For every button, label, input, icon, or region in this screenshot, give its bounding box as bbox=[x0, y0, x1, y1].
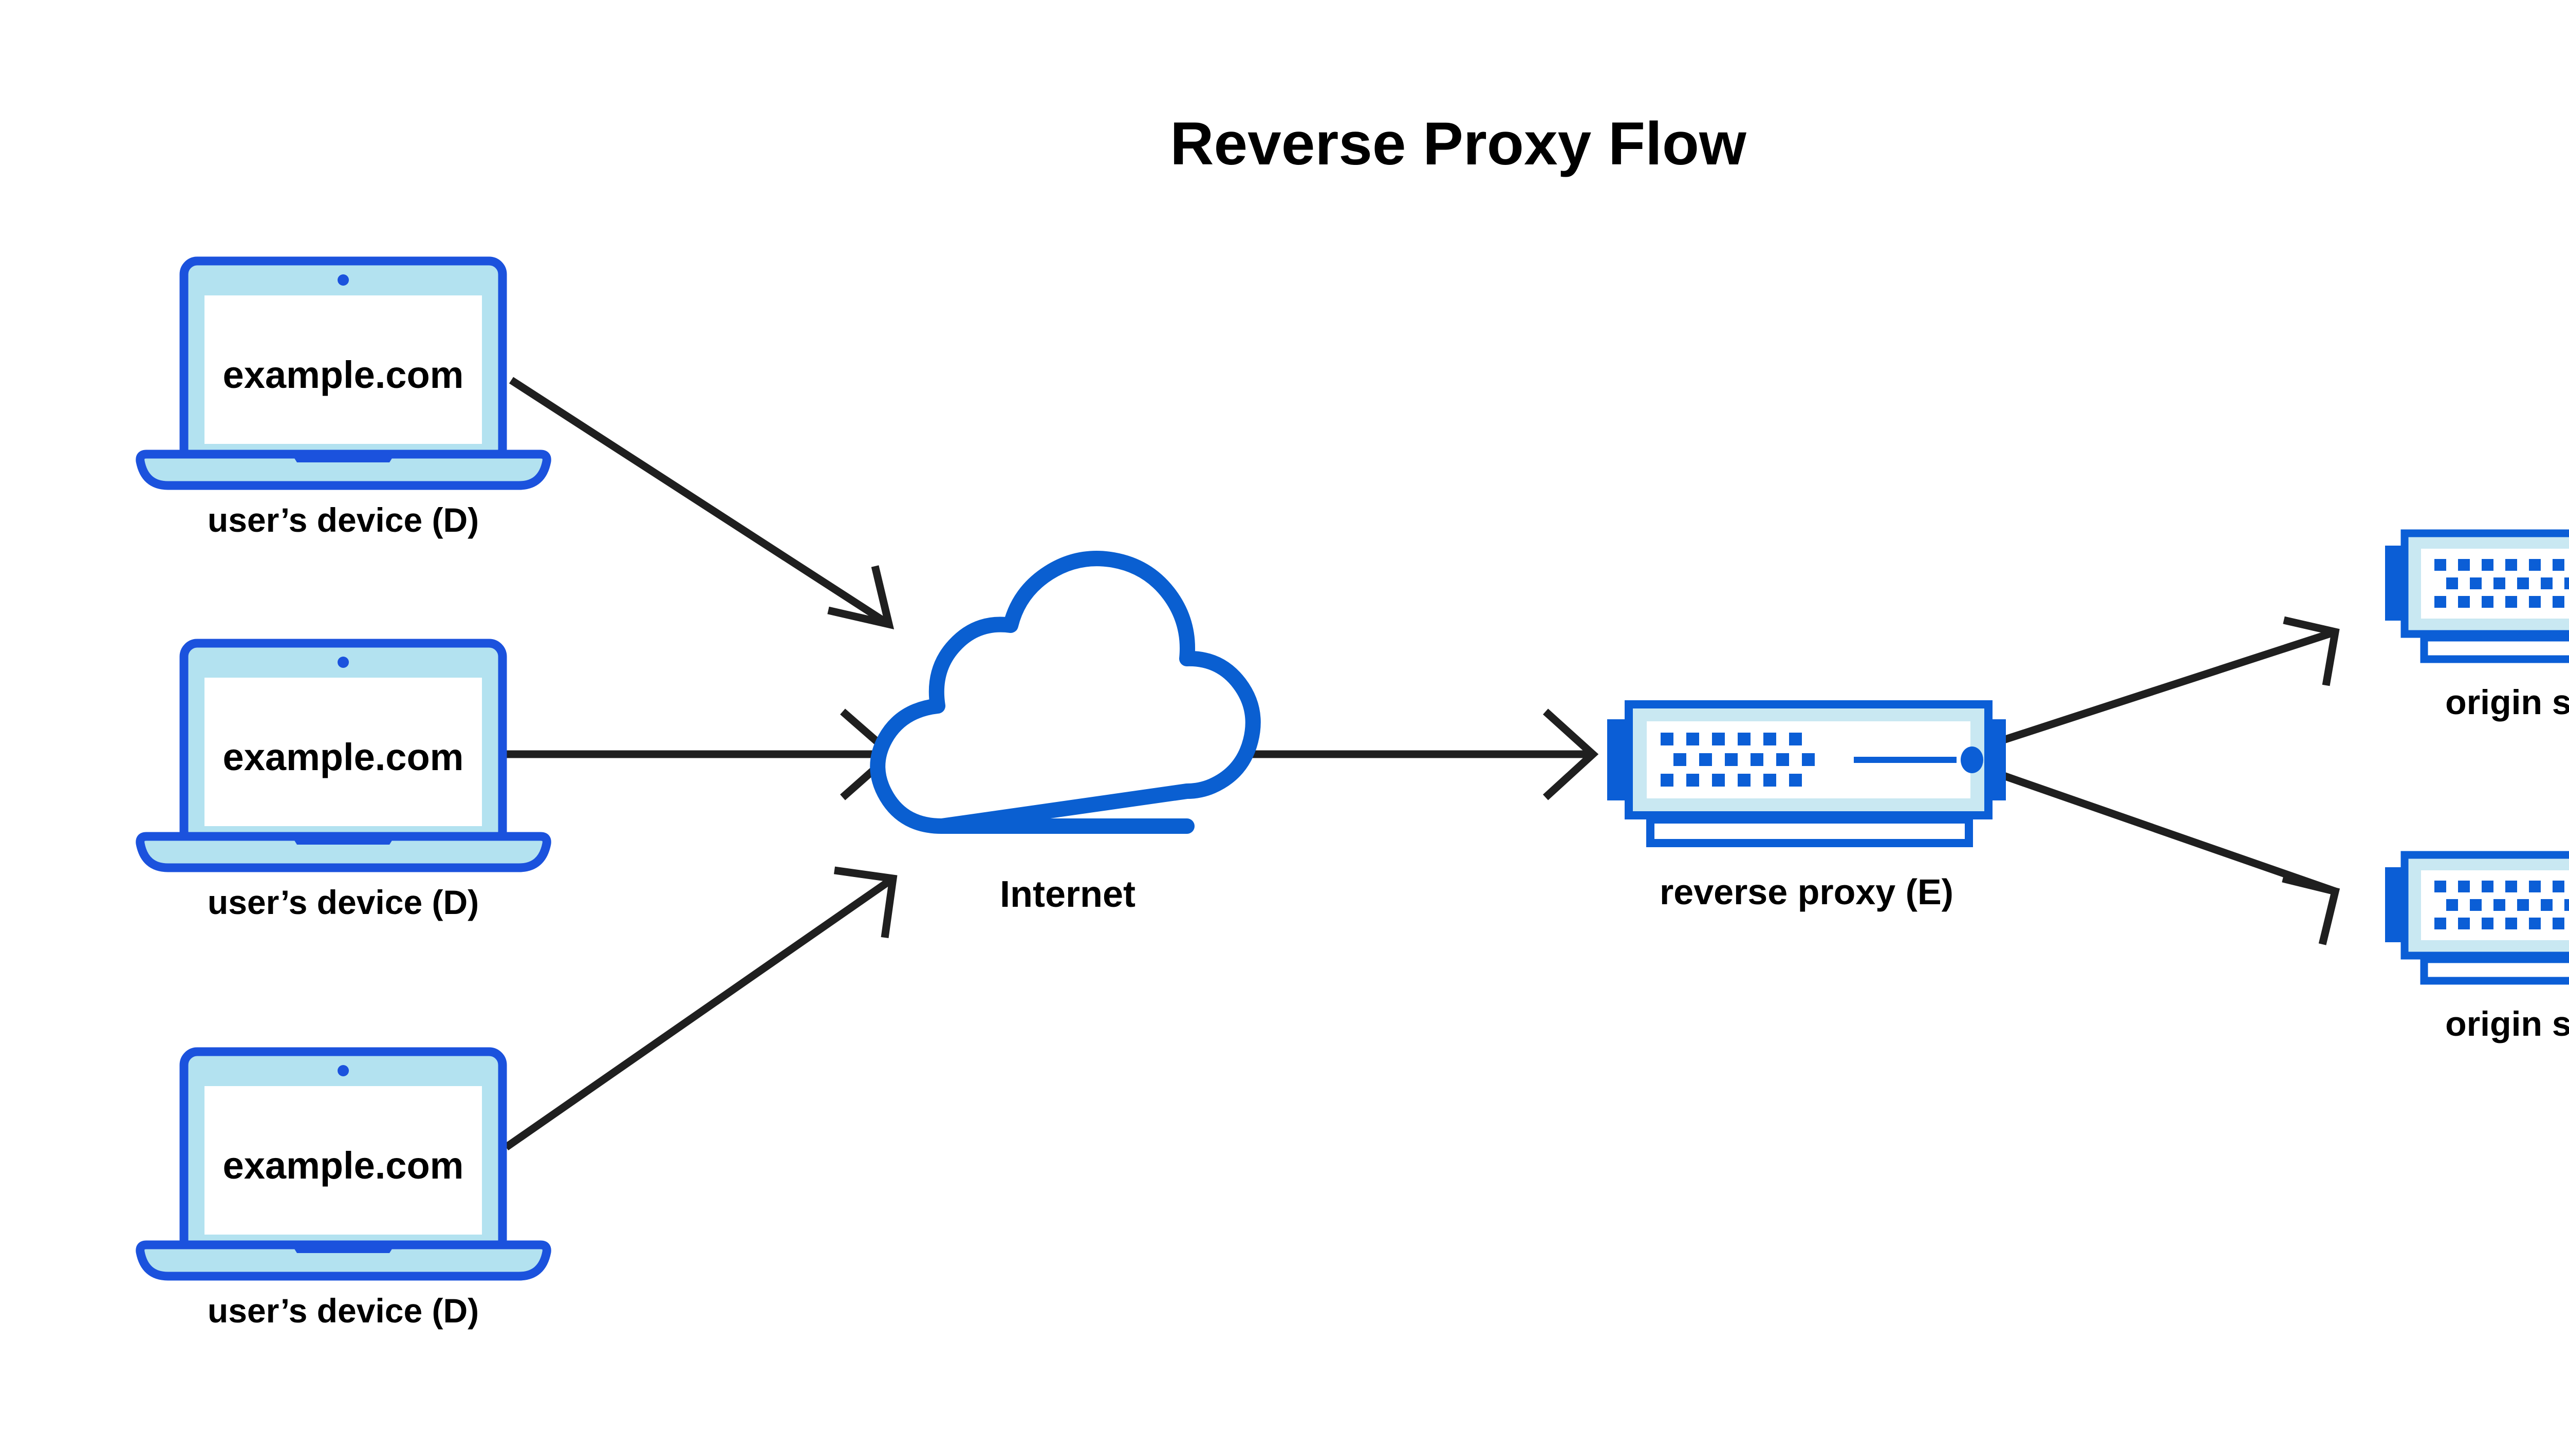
edge-proxy-to-origin-top bbox=[2002, 616, 2340, 744]
laptop-screen bbox=[204, 1086, 482, 1235]
reverse-proxy-label: reverse proxy (E) bbox=[1660, 872, 1953, 912]
device-middle-label: user’s device (D) bbox=[208, 883, 479, 921]
laptop-trackpad-notch bbox=[292, 454, 395, 462]
device-top[interactable]: example.com user’s device (D) bbox=[136, 256, 551, 539]
edge-proxy-to-origin-bottom bbox=[2002, 772, 2340, 945]
laptop-base bbox=[136, 450, 551, 490]
device-top-label: user’s device (D) bbox=[208, 501, 479, 539]
camera-icon bbox=[338, 1065, 349, 1076]
server-vent-grid bbox=[2434, 559, 2569, 608]
edge-device-bottom-to-internet bbox=[504, 866, 898, 1151]
origin-bottom[interactable]: origin server (F) bbox=[2385, 851, 2569, 1043]
laptop-screen bbox=[204, 678, 482, 826]
origin-bottom-label: origin server (F) bbox=[2445, 1004, 2569, 1043]
camera-icon bbox=[338, 274, 349, 286]
device-bottom[interactable]: example.com user’s device (D) bbox=[136, 1047, 551, 1330]
edge-device-middle-to-internet bbox=[501, 708, 898, 800]
screen-url-text: example.com bbox=[223, 353, 464, 396]
server-status-line bbox=[1854, 757, 1957, 763]
server-shelf bbox=[1646, 815, 1973, 847]
page-title: Reverse Proxy Flow bbox=[1170, 110, 1747, 178]
edge-internet-to-proxy bbox=[1231, 708, 1599, 800]
edge-device-top-to-internet bbox=[509, 377, 895, 630]
server-vent-grid bbox=[2434, 881, 2569, 929]
origin-top-label: origin server (F) bbox=[2445, 683, 2569, 722]
server-shelf bbox=[2420, 955, 2569, 985]
server-status-indicator bbox=[1961, 746, 1983, 773]
reverse-proxy[interactable]: reverse proxy (E) bbox=[1607, 700, 2006, 912]
camera-icon bbox=[338, 657, 349, 668]
laptop-screen bbox=[204, 295, 482, 444]
device-bottom-label: user’s device (D) bbox=[208, 1292, 479, 1330]
device-middle[interactable]: example.com user’s device (D) bbox=[136, 639, 551, 921]
internet-label: Internet bbox=[1000, 874, 1135, 915]
cloud-icon bbox=[870, 551, 1261, 834]
laptop-base bbox=[136, 832, 551, 872]
screen-url-text: example.com bbox=[223, 1144, 464, 1187]
laptop-trackpad-notch bbox=[292, 1245, 395, 1253]
server-vent-grid bbox=[1661, 733, 1815, 787]
origin-top[interactable]: origin server (F) bbox=[2385, 529, 2569, 722]
screen-url-text: example.com bbox=[223, 736, 464, 778]
laptop-base bbox=[136, 1240, 551, 1281]
server-shelf bbox=[2420, 633, 2569, 663]
internet-cloud[interactable]: Internet bbox=[870, 551, 1261, 915]
edges-layer bbox=[501, 377, 2340, 1151]
laptop-trackpad-notch bbox=[292, 836, 395, 845]
